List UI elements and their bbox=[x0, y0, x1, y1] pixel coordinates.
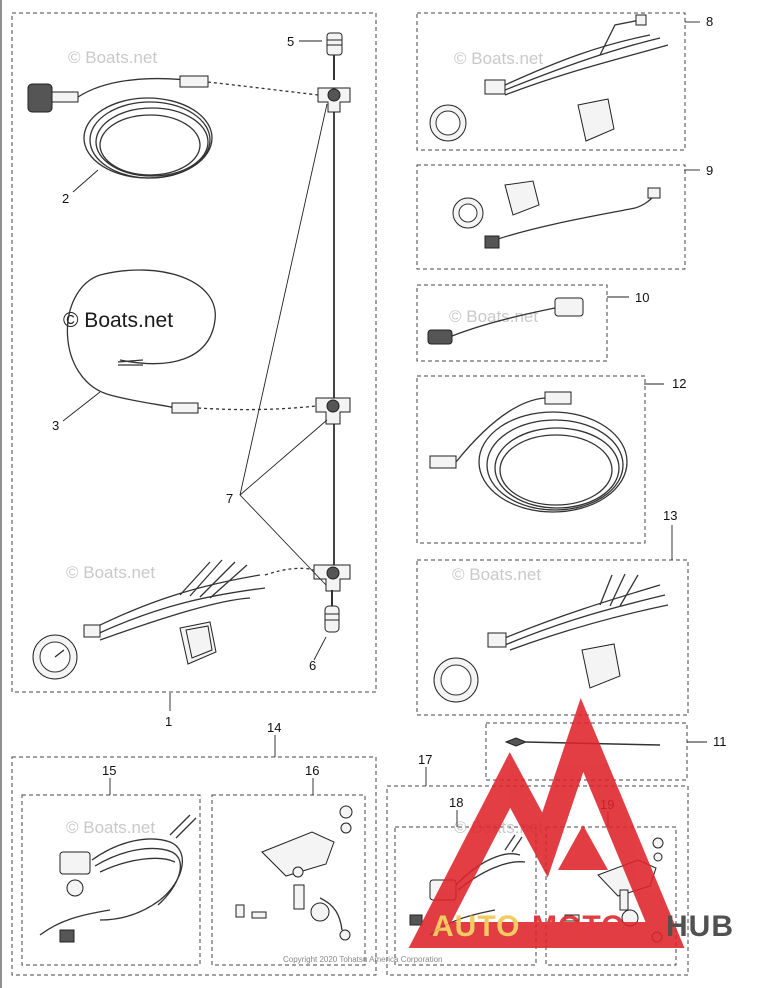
group-box-1 bbox=[11, 12, 377, 693]
brand-auto: AUTO bbox=[432, 910, 520, 943]
bracket-kit-part-16 bbox=[235, 805, 353, 941]
callout-5: 5 bbox=[287, 34, 294, 49]
group-box-18 bbox=[394, 826, 537, 966]
group-box-15 bbox=[21, 794, 201, 966]
terminator-bottom bbox=[324, 590, 340, 633]
callout-8: 8 bbox=[706, 14, 713, 29]
group-box-8 bbox=[416, 12, 686, 151]
group-box-9 bbox=[416, 164, 686, 270]
tee-connector-3 bbox=[313, 564, 351, 592]
gauge-adapter-part-9 bbox=[452, 180, 661, 249]
callout-18: 18 bbox=[449, 795, 463, 810]
gauge-harness-group-1 bbox=[32, 559, 315, 680]
cable-coil-part-12 bbox=[429, 391, 628, 513]
group-box-12 bbox=[416, 375, 646, 544]
callout-10: 10 bbox=[635, 290, 649, 305]
adapter-cable-part-10 bbox=[427, 297, 584, 345]
tee-connector-2 bbox=[315, 397, 351, 425]
callout-1: 1 bbox=[165, 714, 172, 729]
copyright-text: Copyright 2020 Tohatsu America Corporati… bbox=[283, 955, 443, 964]
callout-7: 7 bbox=[226, 491, 233, 506]
brand-hub: HUB bbox=[666, 910, 734, 943]
cable-coil-part-2 bbox=[27, 75, 319, 179]
callout-13: 13 bbox=[663, 508, 677, 523]
harness-gauge-part-8 bbox=[429, 14, 669, 142]
harness-kit-part-15 bbox=[39, 814, 197, 943]
automotohub-logo: AUTO MOTO HUB bbox=[408, 698, 734, 948]
callout-2: 2 bbox=[62, 191, 69, 206]
callout-3: 3 bbox=[52, 418, 59, 433]
harness-gauge-part-13 bbox=[433, 573, 669, 703]
callout-17: 17 bbox=[418, 752, 432, 767]
watermark: © Boats.net bbox=[66, 563, 155, 582]
watermark: © Boats.net bbox=[452, 565, 541, 584]
callout-11: 11 bbox=[713, 734, 727, 749]
group-box-16 bbox=[211, 794, 366, 966]
watermark: © Boats.net bbox=[454, 49, 543, 68]
watermark: © Boats.net bbox=[68, 48, 157, 67]
group-box-14 bbox=[11, 756, 377, 976]
callout-14: 14 bbox=[267, 720, 281, 735]
tee-connector-1 bbox=[317, 87, 351, 113]
callout-9: 9 bbox=[706, 163, 713, 178]
callout-16: 16 bbox=[305, 763, 319, 778]
group-box-10 bbox=[416, 284, 608, 362]
watermark: © Boats.net bbox=[66, 818, 155, 837]
cable-loop-part-3 bbox=[66, 269, 317, 414]
watermark: © Boats.net bbox=[449, 307, 538, 326]
watermark-main: © Boats.net bbox=[63, 309, 173, 332]
terminator-top bbox=[326, 32, 343, 80]
brand-moto: MOTO bbox=[532, 910, 625, 943]
callout-12: 12 bbox=[672, 376, 686, 391]
callout-6: 6 bbox=[309, 658, 316, 673]
callout-15: 15 bbox=[102, 763, 116, 778]
group-box-13 bbox=[416, 559, 689, 716]
group-box-17 bbox=[386, 785, 689, 976]
